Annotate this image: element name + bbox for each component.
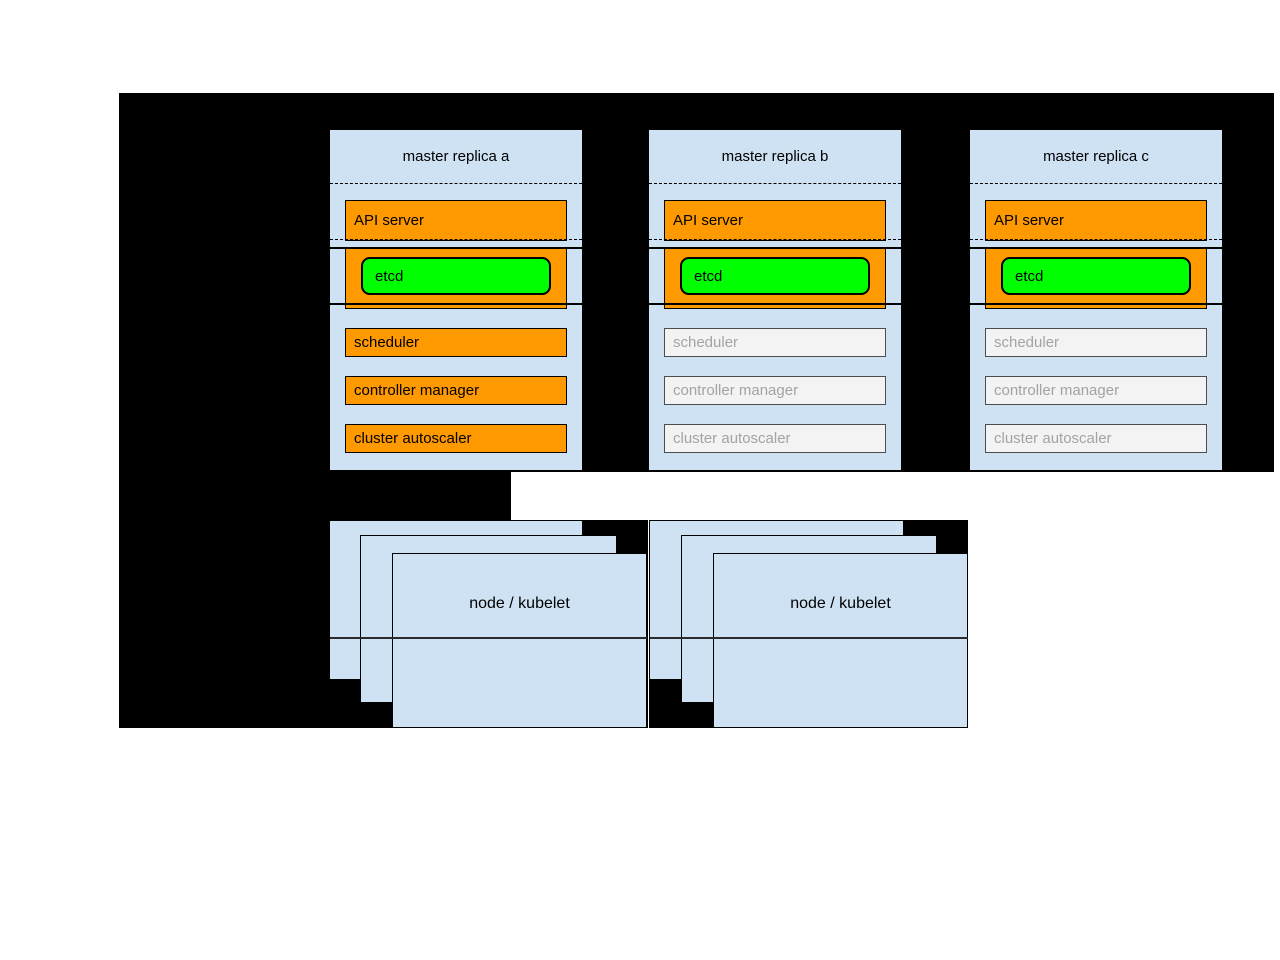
api-server-box: API server xyxy=(345,200,567,241)
etcd-zone-top-line xyxy=(330,247,582,249)
master-replica-a-panel: master replica a API server etcd schedul… xyxy=(329,129,583,471)
scheduler-box: scheduler xyxy=(345,328,567,357)
controller-manager-box-inactive: controller manager xyxy=(664,376,886,405)
title-divider-dashed-line xyxy=(649,183,901,184)
scheduler-box-inactive: scheduler xyxy=(985,328,1207,357)
node-label: node / kubelet xyxy=(790,595,891,612)
etcd-zone-bottom-line xyxy=(970,303,1222,305)
etcd-zone-bottom-line xyxy=(330,303,582,305)
etcd-box: etcd xyxy=(680,257,870,295)
api-server-box: API server xyxy=(664,200,886,241)
scheduler-box-inactive: scheduler xyxy=(664,328,886,357)
etcd-box: etcd xyxy=(361,257,551,295)
node-label: node / kubelet xyxy=(469,595,570,612)
title-divider-dashed-line xyxy=(330,183,582,184)
etcd-box: etcd xyxy=(1001,257,1191,295)
cluster-autoscaler-box-inactive: cluster autoscaler xyxy=(985,424,1207,453)
node-stack2-separator-line xyxy=(650,637,968,639)
cluster-autoscaler-box: cluster autoscaler xyxy=(345,424,567,453)
node-stack1-front-box: node / kubelet xyxy=(392,553,647,728)
etcd-zone-bottom-line xyxy=(649,303,901,305)
panel-title: master replica b xyxy=(721,148,829,165)
node-stack1-separator-line xyxy=(330,637,647,639)
api-server-box: API server xyxy=(985,200,1207,241)
api-zone-dashed-line xyxy=(649,239,901,240)
etcd-zone-top-line xyxy=(970,247,1222,249)
api-zone-dashed-line xyxy=(970,239,1222,240)
controller-manager-box-inactive: controller manager xyxy=(985,376,1207,405)
panel-title: master replica a xyxy=(402,148,510,165)
master-replica-c-panel: master replica c API server etcd schedul… xyxy=(969,129,1223,471)
api-zone-dashed-line xyxy=(330,239,582,240)
etcd-zone-top-line xyxy=(649,247,901,249)
node-stack2-front-box: node / kubelet xyxy=(713,553,968,728)
panel-title: master replica c xyxy=(1043,148,1149,165)
controller-manager-box: controller manager xyxy=(345,376,567,405)
master-replica-b-panel: master replica b API server etcd schedul… xyxy=(648,129,902,471)
cluster-autoscaler-box-inactive: cluster autoscaler xyxy=(664,424,886,453)
title-divider-dashed-line xyxy=(970,183,1222,184)
